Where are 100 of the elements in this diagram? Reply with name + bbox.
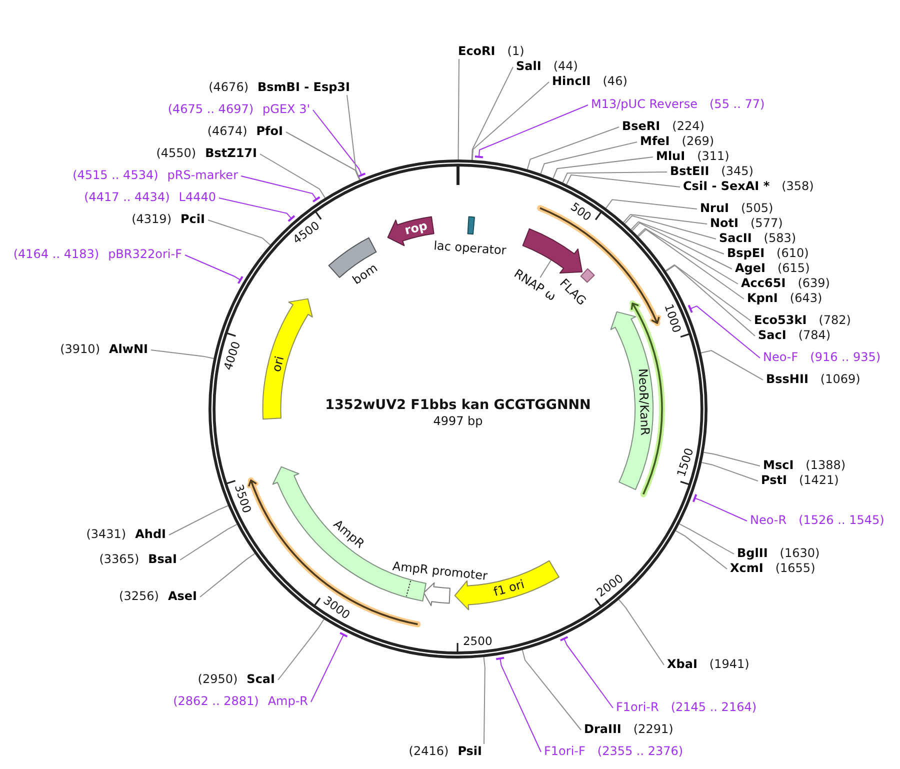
cut-position: (615) [777,260,810,276]
leader-line [688,304,760,358]
enzyme-name: Eco53kI [754,312,807,328]
enzyme-name: BstEII [670,163,710,179]
plasmid-name: 1352wUV2 F1bbs kan GCGTGGNNN [325,397,591,413]
leader-line [559,636,614,708]
feature-label: AmpR promoter [392,560,488,582]
directional-feature [386,216,434,247]
cut-position: (1421) [798,472,839,488]
cut-position: (269) [682,133,714,149]
enzyme-name: XbaI [667,656,698,672]
scale-number: 2500 [462,635,492,648]
leader-line [208,220,271,246]
enzyme-name: BstZ17I [205,145,257,161]
leader-line [472,82,550,160]
leader-line [618,599,664,666]
leader-line [200,553,256,598]
primer-position: (1526 .. 1545) [798,512,884,528]
cut-position: (583) [764,230,796,246]
directional-feature [423,582,451,606]
leader-line [606,199,698,210]
leader-line [692,493,748,522]
leader-line [168,505,229,536]
leader-line [632,222,732,270]
cut-position: (1388) [806,457,846,473]
enzyme-name: BsaI [148,551,177,567]
leader-line [562,172,668,184]
cut-position: (358) [782,178,814,194]
directional-feature [262,298,314,420]
primer-position: (2355 .. 2376) [597,743,684,759]
feature-label: lac operator [433,240,506,257]
leader-line [624,215,716,240]
leader-line [184,254,244,284]
leader-line [701,462,758,482]
plasmid-size: 4997 bp [433,413,483,429]
primer-name: pRS-marker [167,167,238,183]
cut-position: (44) [553,58,578,74]
primer-position: (4164 .. 4183) [13,246,100,262]
leader-line [278,618,324,680]
cut-position: (577) [750,215,783,231]
feature-label: NeoR/KanR [636,368,652,436]
cut-position: (1069) [820,371,860,387]
enzyme-name: NotI [710,215,738,231]
cut-position: (3256) [119,588,159,604]
cut-position: (224) [672,118,704,134]
enzyme-name: KpnI [747,290,778,306]
leader-line [150,350,214,359]
enzyme-name: PsiI [458,743,482,759]
enzyme-name: BssHII [766,371,808,387]
cut-position: (2291) [633,721,674,737]
leader-line [700,350,764,380]
primer-name: F1ori-R [616,699,659,715]
enzyme-name: BglII [737,545,768,561]
cut-position: (1655) [775,560,816,576]
leader-line [286,132,360,180]
leader-line [260,154,326,198]
enzyme-name: DraIII [584,721,622,737]
leader-line [675,530,728,570]
leader-line [310,632,348,702]
leader-line [665,264,752,322]
enzyme-name: AlwNI [109,341,148,357]
primer-name: F1ori-F [544,743,586,759]
cut-position: (1) [507,43,524,59]
feature-box [467,216,476,234]
enzyme-name: BspEI [727,245,765,261]
cut-position: (784) [798,327,831,343]
leader-line [552,156,654,179]
cut-position: (1941) [709,656,750,672]
primer-position: (2145 .. 2164) [670,699,757,715]
cut-position: (3365) [99,551,140,567]
primer-position: (4515 .. 4534) [72,167,158,183]
leader-line [540,142,638,174]
leader-line [474,104,588,158]
leader-line [346,94,360,180]
leader-line [218,198,296,222]
enzyme-name: EcoRI [458,43,496,59]
scale-number: 1500 [674,446,695,478]
leader-line [180,524,238,560]
primer-name: Neo-F [763,349,798,365]
cut-position: (4676) [208,79,249,95]
leader-line [483,656,486,744]
enzyme-name: MfeI [640,133,670,149]
cut-position: (505) [740,200,774,216]
enzyme-name: SacI [758,327,786,343]
feature-label: ori [270,354,286,373]
cut-position: (311) [697,148,730,164]
enzyme-name: AhdI [135,526,166,542]
cut-position: (2950) [198,671,238,687]
cut-position: (3910) [60,341,100,357]
primer-name: Neo-R [750,512,787,528]
enzyme-name: ScaI [246,671,275,687]
leader-line [623,214,708,224]
enzyme-name: PfoI [256,123,283,139]
primer-position: (55 .. 77) [710,96,765,112]
leader-line [240,176,321,203]
enzyme-name: PciI [180,211,205,227]
primer-position: (4675 .. 4697) [168,101,254,117]
enzyme-name: HincII [552,73,591,89]
primer-name: Amp-R [268,693,308,709]
enzyme-name: AseI [168,588,197,604]
